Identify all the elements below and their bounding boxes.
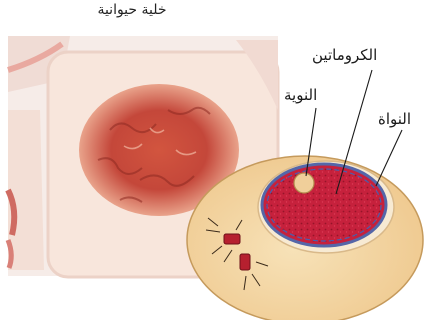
label-nucleus: النواة <box>378 110 411 128</box>
label-nucleolus: النوية <box>284 86 317 104</box>
illustrated-cell <box>187 156 423 320</box>
label-chromatin: الكروماتين <box>312 46 377 64</box>
nucleolus <box>294 173 314 193</box>
